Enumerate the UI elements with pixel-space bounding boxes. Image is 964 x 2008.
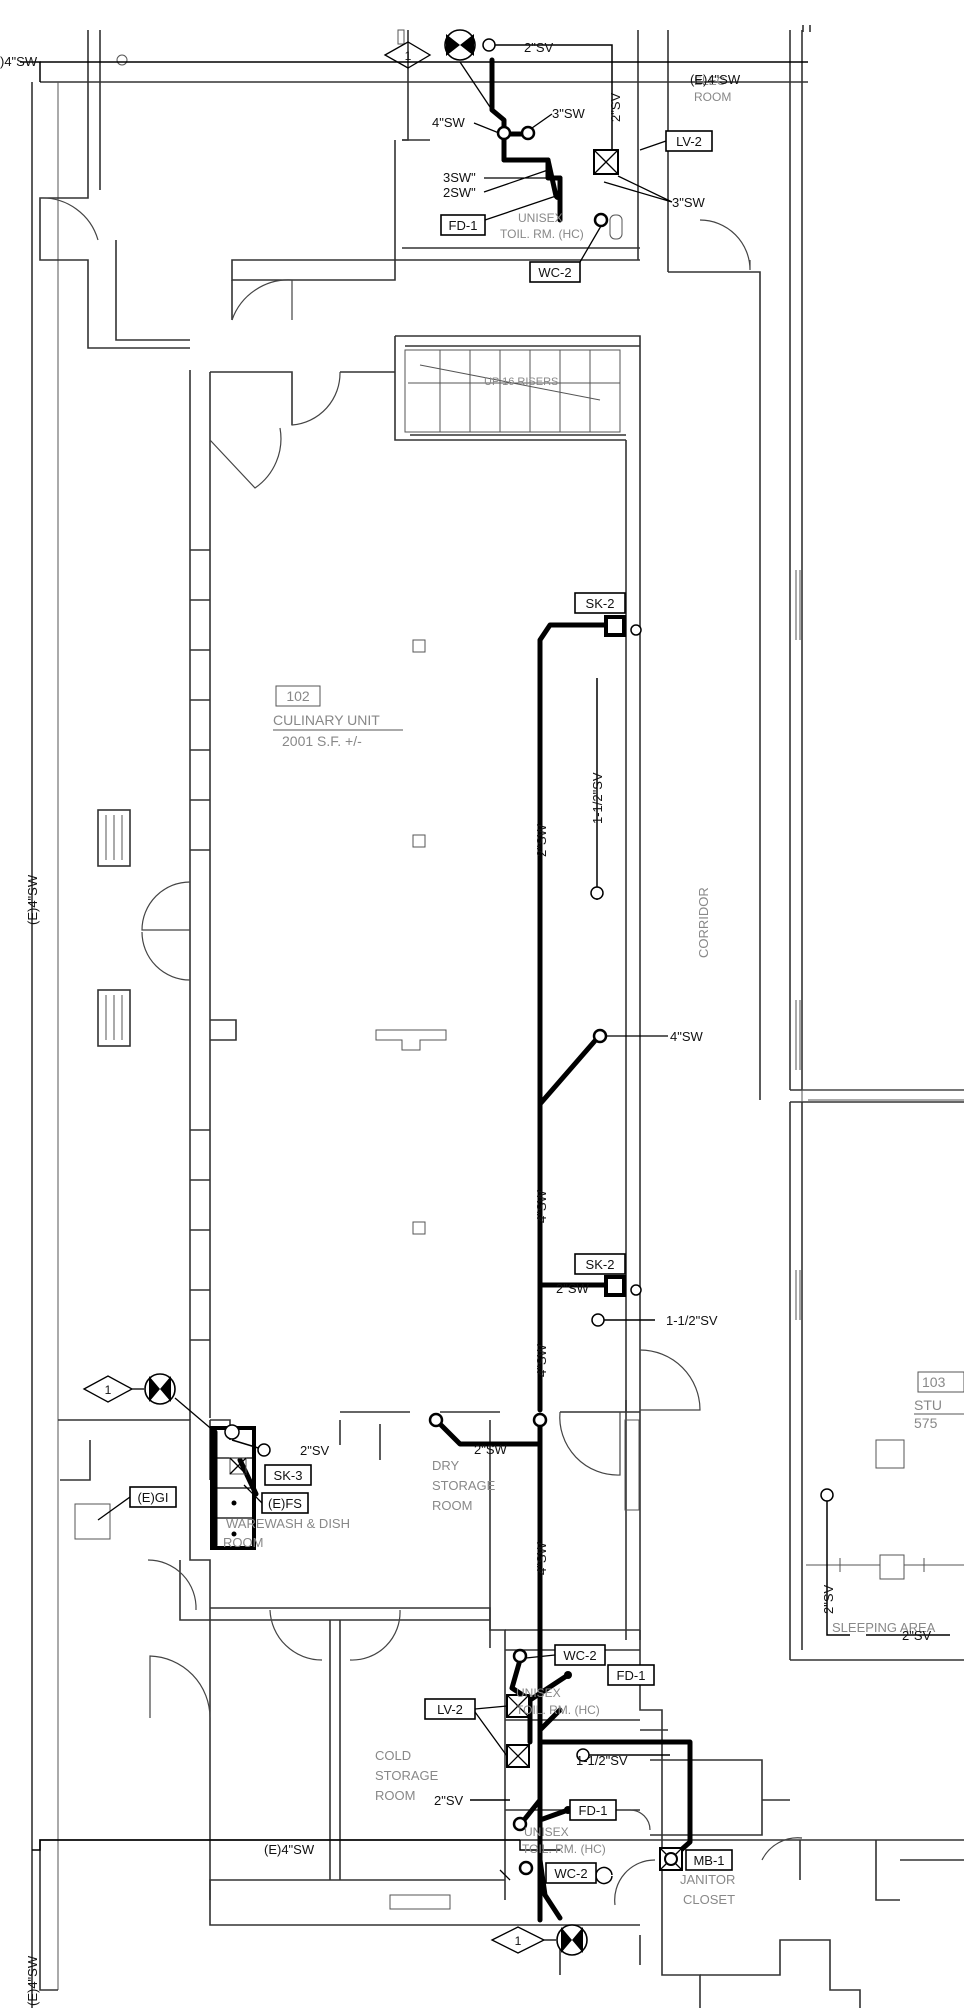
cold-storage-line1: COLD [375,1748,411,1763]
tag-sk2-upper: SK-2 [586,596,615,611]
stair-note: UP 16 RISERS [484,376,558,388]
unisex-top-line1: UNISEX [518,211,563,225]
janitor-line2: CLOSET [683,1892,735,1907]
pipe-label: 4"SW [534,1343,549,1377]
stair [395,335,641,440]
dry-storage-line1: DRY [432,1458,460,1473]
callout-number: 1 [515,1934,522,1948]
pipe-label: 4"SW [534,1189,549,1223]
tag-sk2-lower: SK-2 [586,1257,615,1272]
unisex-mid-line1: UNISEX [516,1686,561,1700]
pipe-label: 2"SV [902,1628,932,1643]
pipe-label: 1-1/2"SV [590,772,605,824]
pipe-label: (E)4"SW [264,1842,315,1857]
pipe-label: 1-1/2"SV [576,1753,628,1768]
culinary-unit-area: 2001 S.F. +/- [282,733,362,749]
janitor-line1: JANITOR [680,1872,735,1887]
pipe-size-labels: )4"SW (E)4"SW 2"SV 2"SV 4"SW 3"SW 3SW" 2… [0,40,932,2006]
tag-sk3: SK-3 [274,1468,303,1483]
pipe-label: 2"SW [556,1281,590,1296]
pipe-label: 2"SV [300,1443,330,1458]
room-103-area: 575 [914,1415,938,1431]
pipe-label: 3"SW [672,195,706,210]
pipe-label: 2"SV [608,92,623,122]
pipe-label: 3"SW [552,106,586,121]
pipe-label: 3SW" [443,170,476,185]
tag-fd1-mid: FD-1 [617,1668,646,1683]
warewash-line2: ROOM [223,1535,263,1550]
pipe-label: (E)4"SW [25,874,40,925]
sanitary-piping [212,57,693,1923]
corridor-label: CORRIDOR [696,887,711,958]
tag-fd1-top: FD-1 [449,218,478,233]
sleeping-area-label: SLEEPING AREA [832,1620,936,1635]
tag-wc2-mid: WC-2 [563,1648,596,1663]
room-labels: 102 CULINARY UNIT 2001 S.F. +/- CORRIDOR… [223,74,964,1907]
room-number-103: 103 [922,1374,946,1390]
pipe-label: (E)4"SW [690,72,741,87]
pipe-label: 2"SV [434,1793,464,1808]
unisex-bot-line1: UNISEX [524,1825,569,1839]
warewash-line1: WAREWASH & DISH [226,1516,350,1531]
building-walls [31,25,964,2008]
pipe-label: 4"SW [534,1541,549,1575]
tag-efs: (E)FS [268,1496,302,1511]
detail-callout-left: 1 [82,1373,216,1433]
unisex-mid-line2: TOIL. RM. (HC) [516,1703,600,1717]
pipe-label: 2"SV [821,1584,836,1614]
pipe-label: (E)4"SW [25,1955,40,2006]
tag-egi: (E)GI [137,1490,168,1505]
pipe-label: 2"SV [524,40,554,55]
dry-storage-line2: STORAGE [432,1478,496,1493]
pipe-label: 4"SW [670,1029,704,1044]
pipe-label: 4"SW [432,115,466,130]
pipe-label: 2"SW [474,1442,508,1457]
room-number-102: 102 [286,688,310,704]
callout-number: 1 [105,1383,112,1397]
pipe-label: 2"SW [534,823,549,857]
tag-lv2-mid: LV-2 [437,1702,463,1717]
dry-storage-line3: ROOM [432,1498,472,1513]
pipe-label: )4"SW [0,54,38,69]
tag-lv2-top: LV-2 [676,134,702,149]
elec-room-line1: ELEC [694,74,726,88]
unisex-top-line2: TOIL. RM. (HC) [500,227,584,241]
existing-sanitary-lines [20,61,808,1851]
unisex-bot-line2: TOIL. RM. (HC) [522,1842,606,1856]
pipe-label: 1-1/2"SV [666,1313,718,1328]
pipe-label: 2SW" [443,185,476,200]
fixture-tags: LV-2 FD-1 WC-2 SK-2 SK-2 SK-3 (E)FS (E)G… [97,130,733,1884]
callout-number: 1 [405,49,412,63]
tag-wc2-top: WC-2 [538,265,571,280]
elec-room-line2: ROOM [694,90,731,104]
doors [39,197,803,1910]
detail-callout-top: 1 [383,29,493,111]
tag-mb1: MB-1 [693,1853,724,1868]
detail-callout-bottom: 1 [490,1924,588,1956]
room-103-name: STU [914,1397,942,1413]
tag-wc2-bot: WC-2 [554,1866,587,1881]
culinary-unit-name: CULINARY UNIT [273,712,380,728]
tag-fd1-bot: FD-1 [579,1803,608,1818]
plumbing-fixtures [210,38,834,1881]
cold-storage-line2: STORAGE [375,1768,439,1783]
cold-storage-line3: ROOM [375,1788,415,1803]
